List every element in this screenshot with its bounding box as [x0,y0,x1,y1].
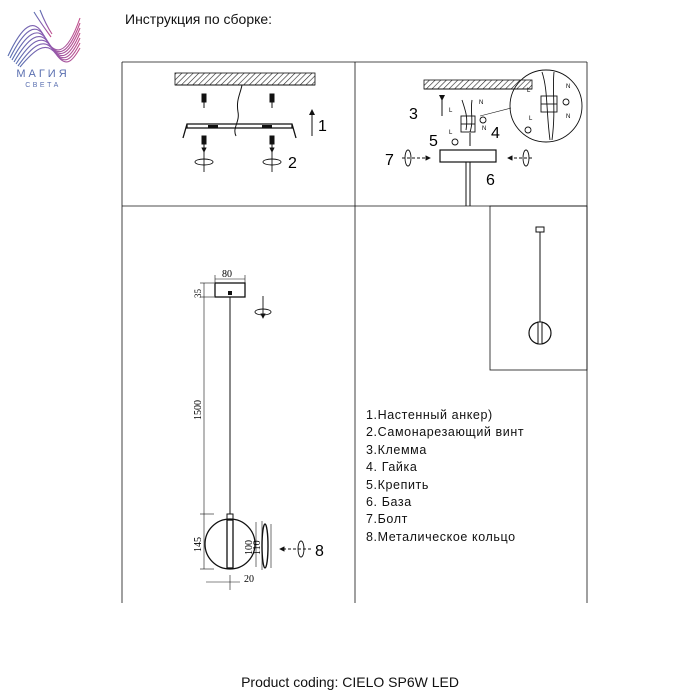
callout-2: 2 [288,155,297,172]
zoom-label-l: L [527,88,531,94]
screw-icon [201,135,275,150]
wire-label-l: L [449,108,453,114]
wire-label-n: N [479,100,483,106]
power-cable [234,84,243,137]
callout-7: 7 [385,152,394,169]
dim-width-80: 80 [222,269,232,280]
zoom-label-n: N [566,84,570,90]
bolt-icon [402,149,532,167]
page-title: Инструкция по сборке: [125,11,273,27]
callout-1: 1 [318,118,327,135]
panel-dimensions: 80 35 1500 145 100 110 20 8 [193,269,324,590]
zoom-label-l-2: L [529,116,533,122]
dim-height-145: 145 [193,537,204,552]
brand-subname: СВЕТА [25,82,61,89]
canopy-base [439,149,497,163]
diagram-frame [121,61,588,603]
dim-height-1500: 1500 [193,400,204,420]
logo-waves-icon [7,9,81,68]
terminal-block-icon [460,99,476,133]
legend-item: 2.Самонарезающий винт [366,425,525,440]
dim-diameter-100: 100 [244,540,255,555]
legend-item: 4. Гайка [366,460,418,475]
rotate-arrow-icon [254,296,272,319]
panel-wiring: 3 L N L N 5 4 L N L N [385,69,583,206]
product-coding: Product coding: CIELO SP6W LED [241,674,459,690]
zoom-label-n-2: N [566,114,570,120]
legend-item: 8.Металическое кольцо [366,529,516,544]
ceiling-hatch [423,79,533,90]
brand-name: МАГИЯ [16,68,70,80]
ceiling-hatch [174,72,316,86]
parts-legend: 1.Настенный анкер) 2.Самонарезающий винт… [366,407,524,546]
brand-logo [7,9,81,68]
inset-pendant-overview [528,226,552,345]
wire-label-l-2: L [449,130,453,136]
callout-6: 6 [486,172,495,189]
legend-item: 7.Болт [366,512,408,527]
insert-arrow-icon [279,540,311,558]
callout-3: 3 [409,106,418,123]
legend-item: 5.Крепить [366,477,429,492]
dim-height-35: 35 [193,289,203,299]
callout-5: 5 [429,133,438,150]
wall-anchor-icon [201,93,275,108]
dim-width-20: 20 [244,574,254,585]
rotate-arrow-icon [194,147,282,172]
callout-4: 4 [491,125,500,142]
legend-item: 3.Клемма [366,442,427,457]
legend-item: 6. База [366,495,412,510]
legend-item: 1.Настенный анкер) [366,408,493,422]
detail-zoom-circle [509,69,583,143]
wire-label-n-2: N [482,126,486,132]
dim-diameter-110: 110 [252,540,263,555]
panel-bracket-mount: 1 2 [174,72,327,172]
mounting-bracket [182,123,297,139]
callout-8: 8 [315,543,324,560]
